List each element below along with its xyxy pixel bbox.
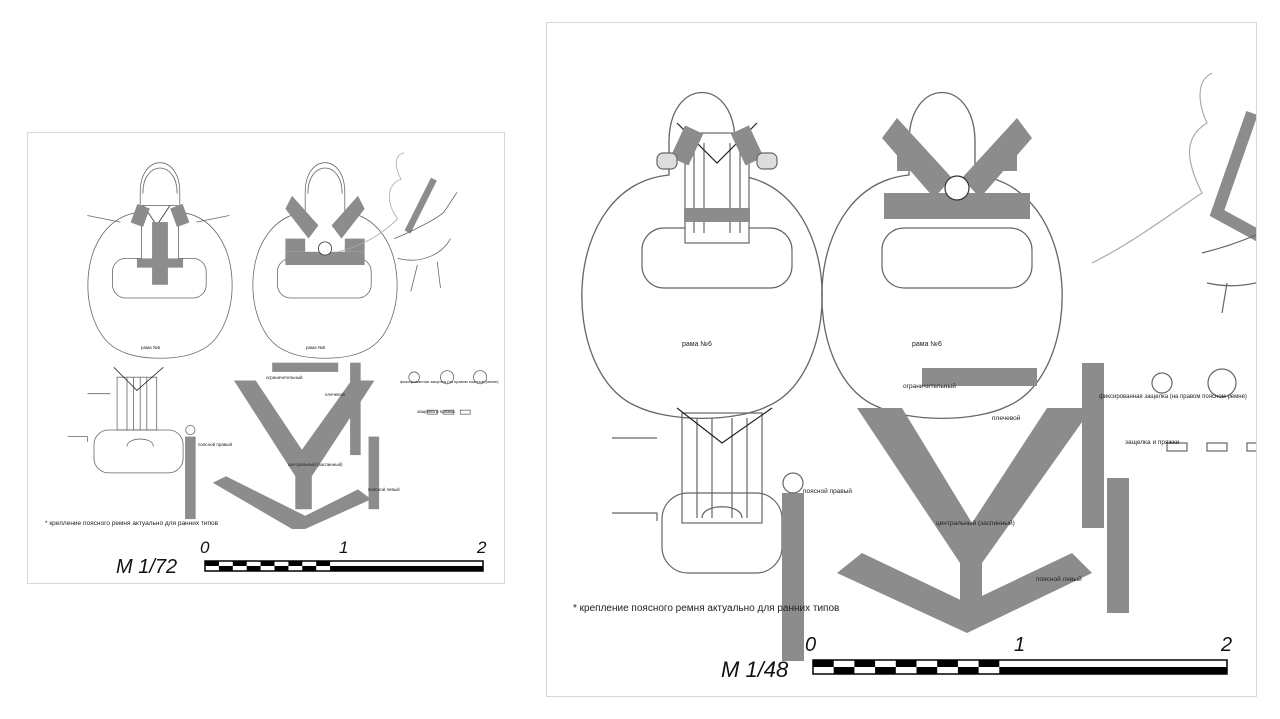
scale-segment <box>957 667 979 674</box>
strap-lap-left <box>1107 478 1129 613</box>
label-shoulder: плечевой <box>992 414 1021 422</box>
scale-segment <box>854 660 876 667</box>
seat-front-view-1 <box>87 162 233 359</box>
scale-segment <box>833 667 855 674</box>
scale-segment <box>232 561 247 566</box>
scale-segment <box>274 566 289 571</box>
seat-front-view-1 <box>581 92 823 420</box>
scale-tick-2: 2 <box>476 538 487 557</box>
scale-segment <box>288 561 303 566</box>
scale-segment <box>978 660 1000 667</box>
strap-shoulder-single <box>1082 363 1104 528</box>
label-limiter: ограничительный <box>266 374 303 380</box>
drawing-sheet-1-72: рама №6 рама №6 ограничительный плечевой… <box>27 132 505 584</box>
label-lap-left: поясной левый <box>1036 575 1082 583</box>
strap-lap-right <box>185 436 196 520</box>
strap-shoulder-y <box>857 368 1092 613</box>
scale-segment <box>205 561 219 566</box>
footnote: * крепление поясного ремня актуально для… <box>573 603 839 614</box>
scale-tick-1: 1 <box>1014 634 1025 656</box>
label-limiter: ограничительный <box>903 382 956 390</box>
latch-icons <box>1151 368 1256 452</box>
seat-front-view-2 <box>252 162 398 359</box>
scale-tick-0: 0 <box>805 634 816 656</box>
scale-segment <box>260 561 275 566</box>
strap-lap-center <box>837 553 1092 633</box>
scale-label: М 1/72 <box>116 556 177 578</box>
label-lap-left: поясной левый <box>368 486 400 492</box>
label-latch-buckles: защелка и пряжки <box>417 409 455 414</box>
scale-segment <box>916 667 938 674</box>
scale-label: М 1/48 <box>721 657 789 682</box>
scale-segment <box>316 561 331 566</box>
strap-lap-center <box>212 476 372 529</box>
label-lap-right: поясной правый <box>198 441 232 447</box>
strap-shoulder-y <box>233 362 375 510</box>
frame-label-2: рама №6 <box>306 345 326 350</box>
scale-segment <box>330 566 344 571</box>
seat-detail <box>67 367 184 474</box>
harness-drawing-large: рама №6 рама №6 ограничительный плечевой… <box>573 72 1256 682</box>
buckle-icon <box>782 472 804 494</box>
scale-segment <box>302 566 317 571</box>
label-center: центральный (заспинный) <box>936 519 1015 527</box>
label-shoulder: плечевой <box>325 391 345 397</box>
scale-segment <box>218 566 233 571</box>
latch-icons <box>408 370 488 415</box>
strap-lap-right <box>782 493 804 661</box>
scale-tick-0: 0 <box>200 538 210 557</box>
scale-segment <box>999 667 1020 674</box>
seat-side-view <box>1091 72 1256 314</box>
harness-drawing-small: рама №6 рама №6 ограничительный плечевой… <box>45 152 499 578</box>
frame-label-2: рама №6 <box>912 341 942 348</box>
seat-detail <box>612 407 783 574</box>
frame-label-1: рама №6 <box>682 341 712 348</box>
scale-bar-small: М 1/72 0 1 2 <box>116 538 487 578</box>
seat-side-view <box>338 152 458 292</box>
scale-bar-large: М 1/48 0 1 2 <box>721 634 1232 682</box>
label-center: центральный (заспинный) <box>288 461 343 467</box>
seat-front-view-2 <box>821 92 1063 420</box>
buckle-icon <box>185 424 196 436</box>
scale-segment <box>875 667 896 674</box>
label-latch-fixed: фиксированная защелка (на правом поясном… <box>1099 394 1247 400</box>
label-latch-buckles: защелка и пряжки <box>1125 439 1180 446</box>
strap-lap-left <box>368 436 380 510</box>
scale-segment <box>895 660 917 667</box>
drawing-sheet-1-48: рама №6 рама №6 ограничительный плечевой… <box>546 22 1257 697</box>
scale-tick-1: 1 <box>339 538 348 557</box>
label-latch-fixed: фиксированная защелка (на правом поясном… <box>400 379 499 384</box>
label-lap-right: поясной правый <box>803 487 852 495</box>
scale-segment <box>937 660 958 667</box>
scale-tick-2: 2 <box>1220 634 1232 656</box>
strap-shoulder-single <box>350 362 361 456</box>
scale-segment <box>246 566 261 571</box>
frame-label-1: рама №6 <box>141 345 161 350</box>
footnote: * крепление поясного ремня актуально для… <box>45 520 219 527</box>
scale-segment <box>813 660 834 667</box>
